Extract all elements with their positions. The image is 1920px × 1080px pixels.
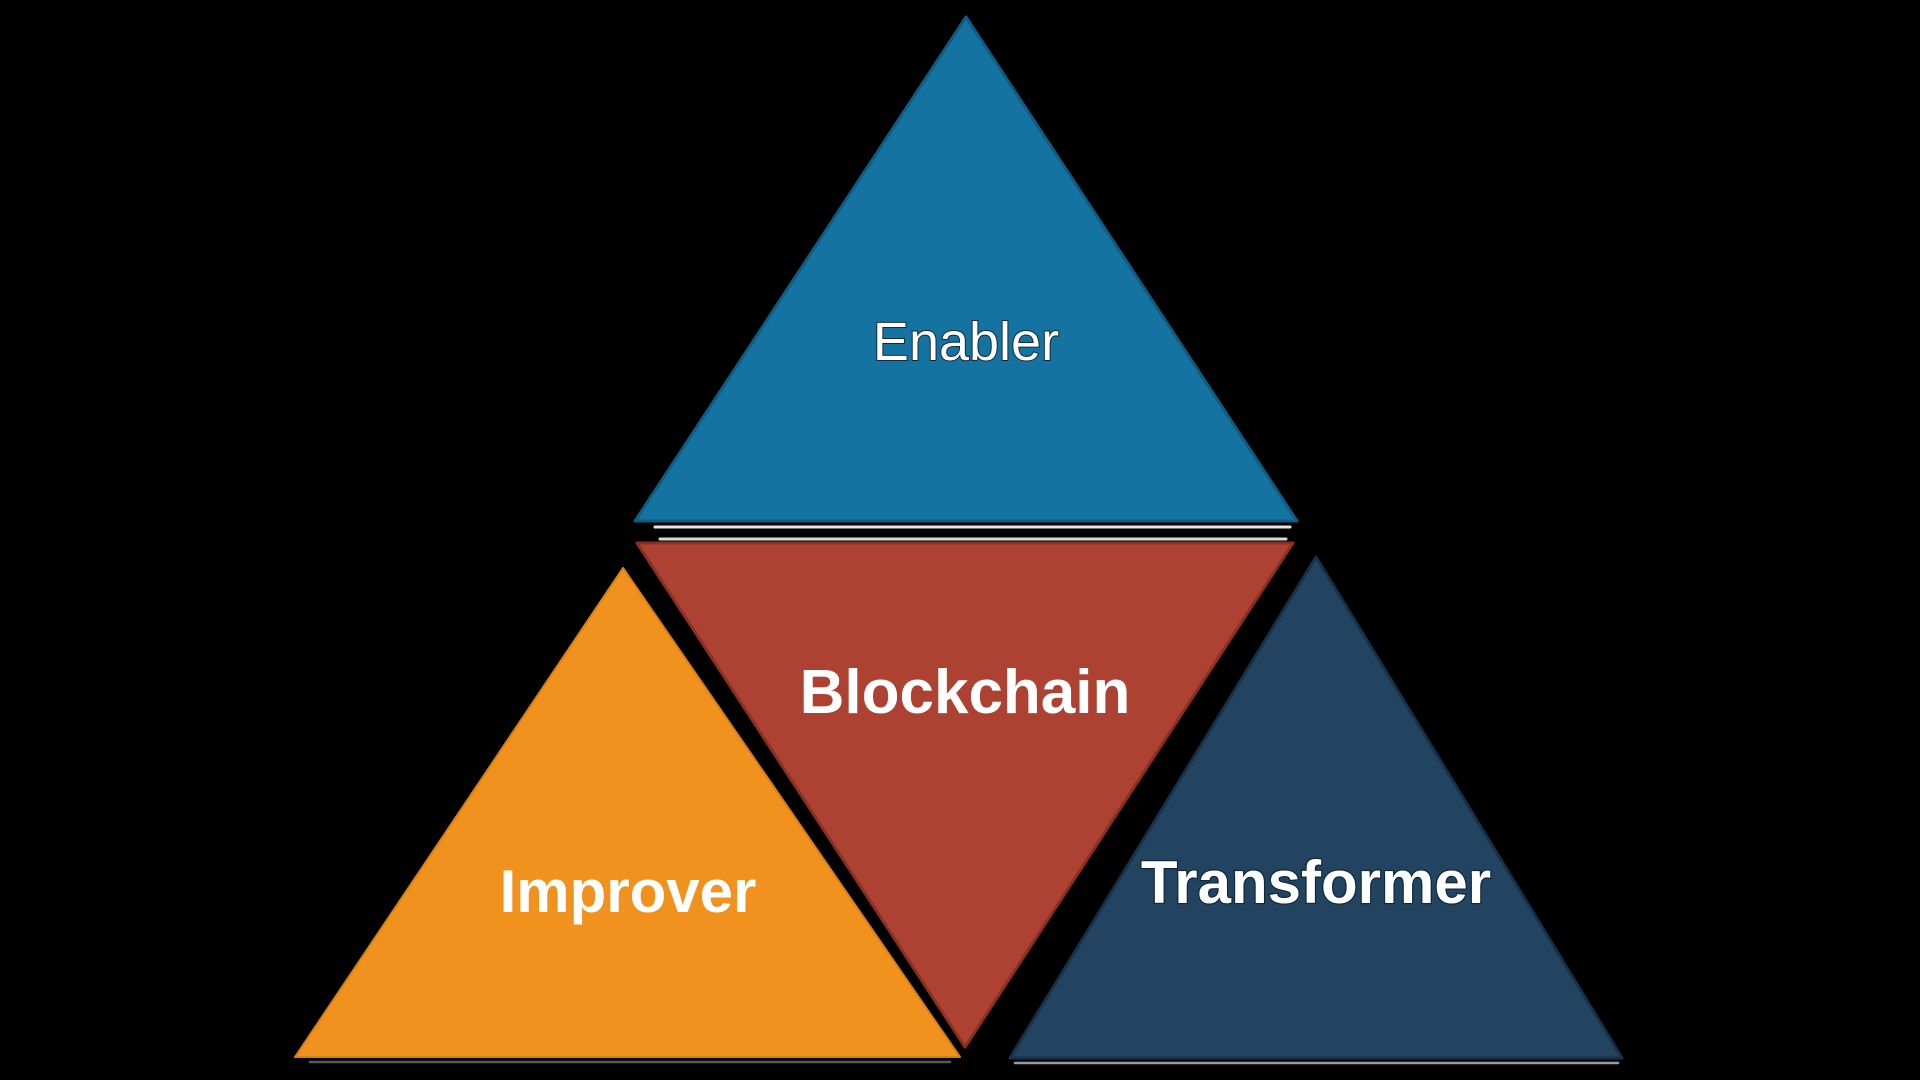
- blockchain-label: Blockchain: [800, 658, 1131, 727]
- transformer-label: Transformer: [1141, 849, 1491, 916]
- blockchain-triangle: [635, 541, 1295, 1049]
- enabler-triangle: [633, 15, 1299, 523]
- enabler-label: Enabler: [873, 312, 1059, 372]
- improver-triangle: [294, 567, 961, 1058]
- improver-label: Improver: [500, 858, 757, 925]
- transformer-triangle: [1008, 555, 1624, 1060]
